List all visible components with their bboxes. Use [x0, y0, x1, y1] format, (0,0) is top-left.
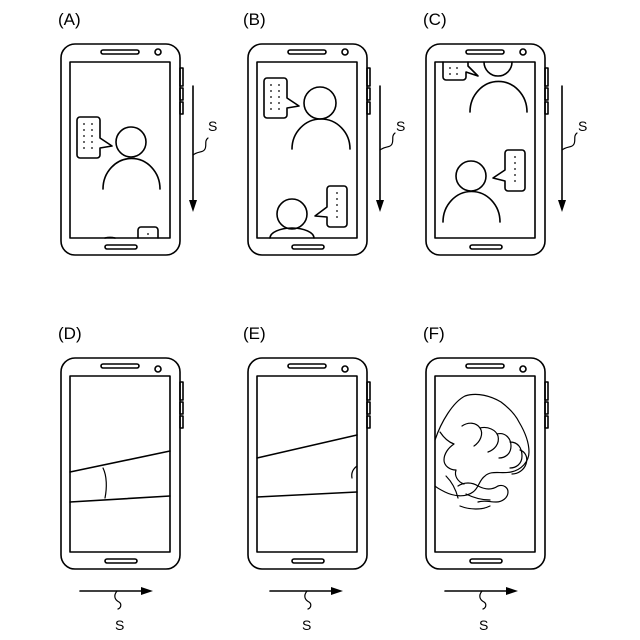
- panel-a: (A): [58, 10, 217, 255]
- swipe-indicator-c: S: [558, 86, 587, 212]
- swipe-indicator-f: S: [445, 587, 518, 633]
- screen-content-c: [443, 62, 527, 222]
- swipe-indicator-d: S: [80, 587, 153, 633]
- swipe-label-b: S: [396, 118, 405, 134]
- panel-label-d: (D): [58, 324, 82, 343]
- panel-e: (E) S: [243, 324, 370, 633]
- phone-c: [426, 44, 548, 255]
- swipe-label-e: S: [302, 617, 311, 633]
- screen-content-d: [70, 451, 170, 502]
- phone-e: [248, 358, 370, 569]
- screen-content-a: [77, 117, 160, 238]
- panel-label-b: (B): [243, 10, 266, 29]
- panel-label-c: (C): [423, 10, 447, 29]
- screen-content-f: [435, 394, 529, 509]
- swipe-label-f: S: [479, 617, 488, 633]
- phone-b: [248, 44, 370, 255]
- panel-label-a: (A): [58, 10, 81, 29]
- swipe-label-d: S: [115, 617, 124, 633]
- panel-d: (D) S: [58, 324, 183, 633]
- panel-f: (F) S: [423, 324, 548, 633]
- swipe-indicator-b: S: [376, 86, 405, 212]
- swipe-indicator-a: S: [189, 86, 217, 212]
- swipe-indicator-e: S: [270, 587, 343, 633]
- panel-b: (B): [243, 10, 405, 255]
- panel-label-f: (F): [423, 324, 445, 343]
- panel-c: (C): [423, 10, 587, 255]
- swipe-label-a: S: [208, 118, 217, 134]
- phone-a: [61, 44, 183, 255]
- phone-d: [61, 358, 183, 569]
- panel-label-e: (E): [243, 324, 266, 343]
- screen-content-e: [257, 435, 357, 497]
- screen-content-b: [264, 78, 350, 238]
- swipe-label-c: S: [578, 118, 587, 134]
